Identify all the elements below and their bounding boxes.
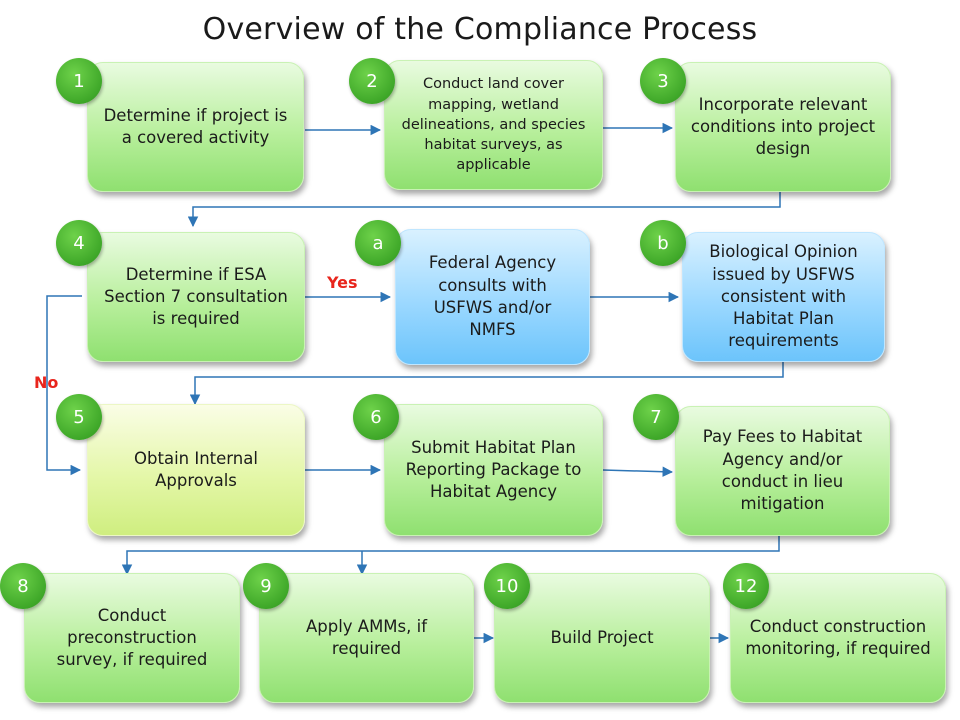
step-b-box: Biological Opinion issued by USFWS consi… [682,232,885,362]
step-6-box: Submit Habitat Plan Reporting Package to… [384,404,603,536]
step-1-box: Determine if project is a covered activi… [87,62,304,192]
diagram-title: Overview of the Compliance Process [202,12,758,47]
arrow-4-to-5-no [46,295,82,476]
step-a-badge: a [355,220,401,266]
step-3-box: Incorporate relevant conditions into pro… [675,62,891,192]
step-a-box: Federal Agency consults with USFWS and/o… [395,229,590,365]
step-10-box: Build Project [494,573,710,703]
step-9-badge: 9 [243,563,289,609]
step-10-badge: 10 [484,563,530,609]
step-12-box: Conduct construction monitoring, if requ… [730,573,946,703]
step-4-badge: 4 [56,220,102,266]
step-2-box: Conduct land cover mapping, wetland deli… [384,60,603,190]
step-8-box: Conduct preconstruction survey, if requi… [24,573,240,703]
arrow-3-to-4 [187,192,781,228]
step-8-badge: 8 [0,563,46,609]
step-3-badge: 3 [640,58,686,104]
step-12-badge: 12 [723,563,769,609]
arrow-6-to-7 [602,466,674,477]
step-5-badge: 5 [56,394,102,440]
step-7-box: Pay Fees to Habitat Agency and/or conduc… [675,406,890,536]
arrow-b-to-5 [189,362,784,406]
step-5-box: Obtain Internal Approvals [87,404,305,536]
step-6-badge: 6 [353,394,399,440]
step-9-box: Apply AMMs, if required [259,573,474,703]
arrow-7-to-8 [121,536,780,576]
no-label: No [34,373,59,392]
yes-label: Yes [327,273,358,292]
step-4-box: Determine if ESA Section 7 consultation … [87,232,305,362]
step-1-badge: 1 [56,58,102,104]
step-7-badge: 7 [633,394,679,440]
step-2-badge: 2 [349,58,395,104]
step-b-badge: b [640,220,686,266]
